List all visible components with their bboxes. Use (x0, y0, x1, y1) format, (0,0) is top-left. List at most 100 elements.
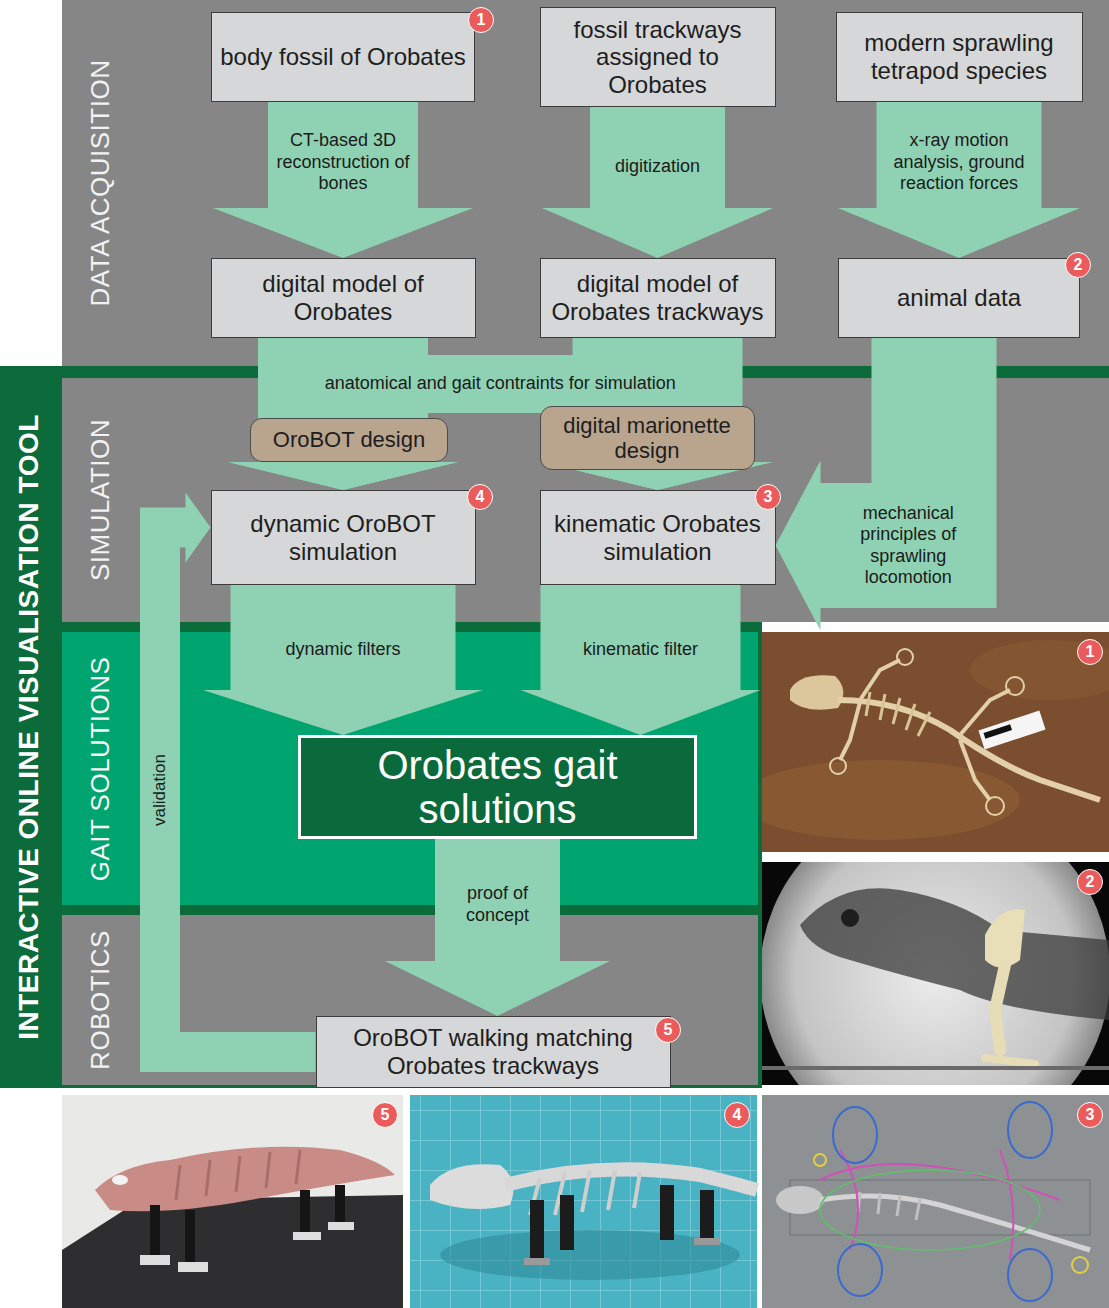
arrow-label: x-ray motion analysis, ground reaction f… (879, 130, 1039, 195)
callout-number: 3 (1078, 1103, 1102, 1126)
arrow-label: mechanical principles of sprawling locom… (838, 502, 978, 588)
process-box: digital model of Orobates (211, 258, 476, 338)
section-title: SIMULATION (87, 419, 113, 581)
fossil-photo-part-part (984, 724, 1012, 738)
robot-photo-part (293, 1232, 321, 1240)
section-title: GAIT SOLUTIONS (87, 656, 113, 881)
callout-number: 5 (373, 1103, 397, 1126)
process-box: OroBOT walking matching Orobates trackwa… (316, 1016, 671, 1088)
robot-simulation-render (410, 1095, 757, 1308)
marionette-render-part (814, 1154, 826, 1166)
box-text: digital model of Orobates (218, 270, 469, 325)
callout-circle: 4 (724, 1102, 750, 1128)
fossil-photo-part (838, 700, 1100, 800)
tool-frame: INTERACTIVE ONLINE VISUALISATION TOOL SIM… (0, 366, 762, 1088)
marionette-render-part (820, 1170, 1040, 1250)
arrow-label-holder: x-ray motion analysis, ground reaction f… (879, 130, 1039, 195)
box-text: digital model of Orobates trackways (547, 270, 769, 325)
marionette-render-part (858, 1192, 920, 1220)
arrow-label-holder: CT-based 3D reconstruction of bones (268, 130, 418, 195)
xray-photo-part-part (762, 862, 1109, 1085)
box-text: OroBOT design (273, 427, 425, 452)
callout-circle: 2 (1077, 869, 1103, 895)
callout-number: 4 (468, 485, 492, 508)
section-band: ROBOTICSOroBOT walking matching Orobates… (62, 915, 758, 1085)
xray-photo-part-part (985, 909, 1025, 967)
arrow-label-holder: dynamic filters (238, 639, 448, 661)
robot-photo (62, 1095, 403, 1308)
process-box: kinematic Orobates simulation (540, 490, 776, 585)
box-text: body fossil of Orobates (220, 43, 465, 71)
robot-simulation-render-part (410, 1095, 757, 1308)
marionette-render-part (833, 1107, 877, 1163)
box-text: OroBOT walking matching Orobates trackwa… (323, 1024, 664, 1079)
callout-circle: 4 (467, 484, 493, 510)
process-box: dynamic OroBOT simulation (211, 490, 476, 585)
callout-circle: 5 (655, 1017, 681, 1043)
robot-simulation-render-part (440, 1230, 740, 1280)
robot-photo-part (140, 1255, 170, 1265)
arrow-label: dynamic filters (238, 639, 448, 661)
callout-circle: 1 (1077, 639, 1103, 665)
callout-circle: 3 (1077, 1102, 1103, 1128)
callout-number: 4 (725, 1103, 749, 1126)
process-box: fossil trackways assigned to Orobates (540, 7, 776, 107)
robot-simulation-render-part (505, 1169, 757, 1190)
box-text: kinematic Orobates simulation (547, 510, 769, 565)
arrow-label-holder: proof of concept (440, 883, 555, 926)
fossil-photo-part (790, 675, 843, 710)
robot-photo-part (178, 1262, 208, 1272)
xray-photo-part-part (762, 1066, 1109, 1070)
robot-photo-part (176, 1150, 300, 1200)
arrow-label-holder: digitization (590, 156, 725, 178)
robot-simulation-render-part (524, 1258, 550, 1265)
fossil-photo (740, 632, 1109, 852)
robot-photo-part (300, 1190, 310, 1235)
xray-photo-part (762, 862, 1109, 1085)
fossil-photo-part (740, 760, 1020, 840)
marionette-render-part (1008, 1249, 1052, 1301)
robot-simulation-render-part (430, 1164, 513, 1209)
arrow-label: validation (150, 754, 170, 826)
section-title: INTERACTIVE ONLINE VISUALISATION TOOL (15, 414, 43, 1040)
callout-number: 1 (1078, 640, 1102, 663)
marionette-render-part (1072, 1257, 1088, 1273)
xray-photo-part-part (800, 888, 1109, 1020)
box-text: dynamic OroBOT simulation (218, 510, 469, 565)
process-box: digital model of Orobates trackways (540, 258, 776, 338)
arrow-label-holder: anatomical and gait contraints for simul… (325, 373, 676, 395)
callout-circle: 3 (755, 484, 781, 510)
xray-photo-part-part (985, 1058, 1035, 1064)
frame-strip (762, 366, 1109, 378)
box-text: Orobates gait solutions (305, 743, 690, 831)
callout-circle: 5 (372, 1102, 398, 1128)
robot-photo-part (62, 1095, 403, 1308)
marionette-render-part (762, 1095, 1109, 1308)
box-text: fossil trackways assigned to Orobates (547, 16, 769, 99)
fossil-photo-part-part (978, 711, 1045, 750)
robot-photo-part (185, 1210, 195, 1265)
box-text: animal data (897, 284, 1021, 312)
box-text: digital marionette design (545, 413, 750, 464)
result-box: Orobates gait solutions (298, 735, 697, 839)
callout-number: 1 (469, 8, 493, 31)
callout-number: 3 (756, 485, 780, 508)
arrow-label: proof of concept (440, 883, 555, 926)
arrow-label-holder: kinematic filter (546, 639, 736, 661)
xray-photo-part-part (841, 909, 859, 927)
robot-photo-part (328, 1222, 354, 1230)
fossil-photo-part (978, 711, 1045, 750)
robot-simulation-render-part (410, 1095, 757, 1308)
callout-number: 2 (1078, 870, 1102, 893)
fossil-photo-part (970, 640, 1109, 700)
robot-simulation-render-part (660, 1185, 674, 1240)
marionette-render-part (838, 1244, 882, 1296)
marionette-render (762, 1095, 1109, 1308)
arrow-label-holder: mechanical principles of sprawling locom… (838, 502, 978, 588)
arrow-label: CT-based 3D reconstruction of bones (268, 130, 418, 195)
design-box: OroBOT design (250, 418, 448, 462)
arrow-label: digitization (590, 156, 725, 178)
robot-simulation-render-part (530, 1200, 544, 1260)
